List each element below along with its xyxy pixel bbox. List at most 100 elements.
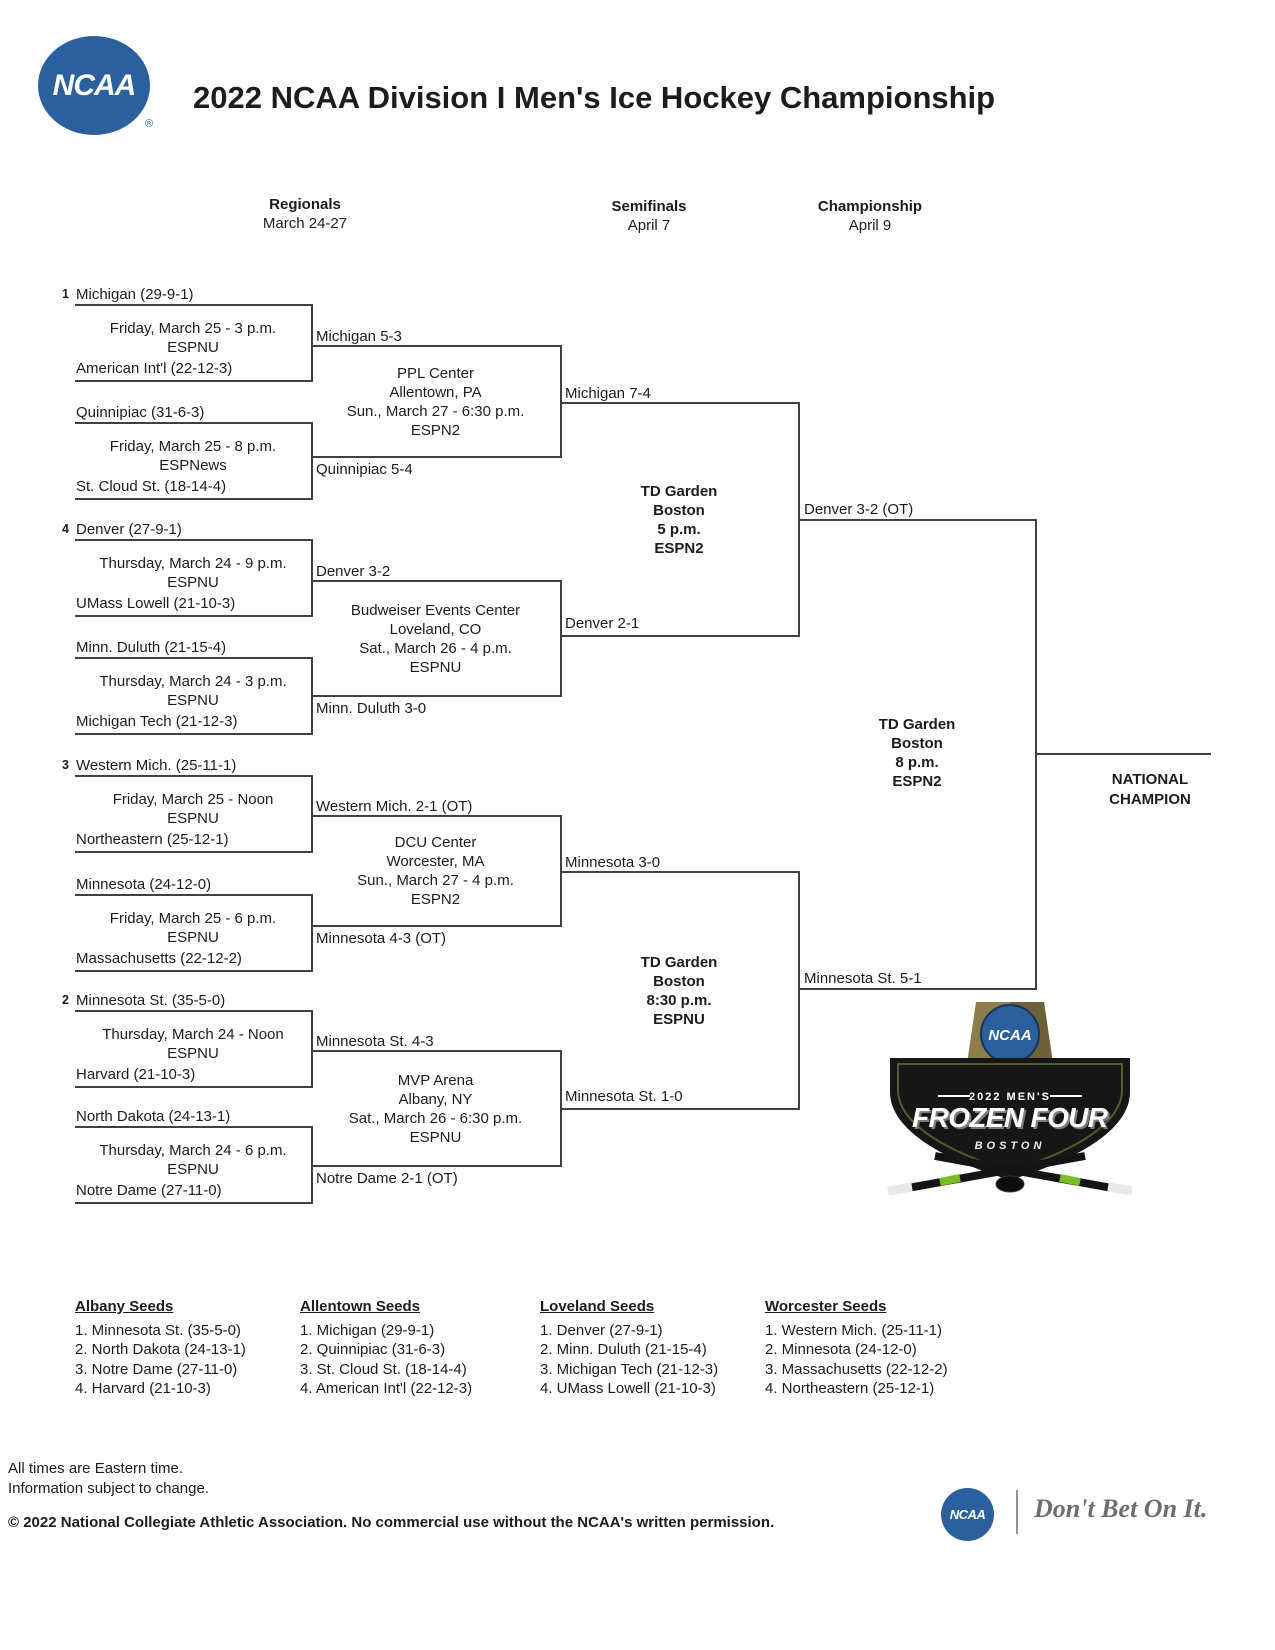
game-network: ESPNU [167,1161,219,1178]
team-label: Minnesota (24-12-0) [76,876,212,893]
game-schedule: Friday, March 25 - 3 p.m. ESPNU [75,306,311,357]
venue-location: Allentown, PA [389,383,482,401]
seed-item: 3. St. Cloud St. (18-14-4) [300,1360,467,1378]
venue-name: TD Garden [640,953,718,971]
venue-name: Budweiser Events Center [350,601,521,619]
regional-final-worcester: Western Mich. 2-1 (OT) DCU Center Worces… [311,798,562,947]
ncaa-logo-text: NCAA [52,68,137,102]
game-schedule: Thursday, March 24 - 6 p.m. ESPNU [75,1128,311,1179]
frozen-four-logo: NCAA 2022 MEN'S FROZEN FOUR FROZEN FOUR … [887,1002,1133,1196]
regional-final-allentown: Michigan 5-3 PPL Center Allentown, PA Su… [311,328,562,478]
game-time: 8 p.m. [895,754,939,771]
venue-info: PPL Center Allentown, PA Sun., March 27 … [347,364,525,440]
venue-info: DCU Center Worcester, MA Sun., March 27 … [357,833,514,909]
game-date: Sun., March 27 - 6:30 p.m. [346,402,525,420]
advancing-team: Western Mich. 2-1 (OT) [316,798,473,815]
first-round-game-6: Minnesota (24-12-0) Friday, March 25 - 6… [75,876,313,972]
team-label: Michigan (29-9-1) [76,286,194,303]
game-schedule: Friday, March 25 - 6 p.m. ESPNU [75,896,311,947]
dont-bet-on-it-slogan: Don't Bet On It. [1034,1494,1208,1523]
venue-name: DCU Center [394,834,477,851]
logo-title: FROZEN FOUR [912,1102,1109,1133]
stick-blade [1107,1182,1133,1196]
advancing-team: Notre Dame 2-1 (OT) [316,1170,458,1187]
game-network: ESPNews [159,457,227,474]
venue-name: MVP Arena [397,1071,474,1089]
team-label: St. Cloud St. (18-14-4) [76,478,227,495]
seeds-title: Albany Seeds [75,1298,174,1315]
team-label: Notre Dame (27-11-0) [76,1182,222,1199]
game-network: ESPNU [167,339,219,356]
advancing-team: Denver 3-2 [316,563,391,580]
game-network: ESPNU [167,810,219,827]
round-dates: March 24-27 [262,215,348,232]
ncaa-logo-small: NCAA [941,1488,994,1541]
game-schedule: Friday, March 25 - 8 p.m. ESPNews [75,424,311,475]
game-schedule: Thursday, March 24 - 9 p.m. ESPNU [75,541,311,592]
round-header-regionals: Regionals March 24-27 [225,195,385,233]
game-network: ESPNU [653,1010,705,1028]
venue-location: Loveland, CO [389,620,482,638]
game-date: Friday, March 25 - 6 p.m. [109,910,277,927]
venue-location: Albany, NY [398,1090,473,1108]
game-network: ESPN2 [410,421,461,439]
team-name: North Dakota (24-13-1) [76,1108,230,1125]
team-name: Notre Dame (27-11-0) [76,1182,222,1199]
game-date: Sat., March 26 - 6:30 p.m. [348,1109,523,1127]
game-network: ESPNU [167,692,219,709]
team-name: Harvard (21-10-3) [76,1066,195,1083]
team-label: Harvard (21-10-3) [76,1066,196,1083]
advancing-team: Minnesota St. 1-0 [565,1088,683,1105]
round-dates: April 7 [627,217,671,234]
team-name: Michigan Tech (21-12-3) [76,713,237,730]
venue-location: Worcester, MA [386,853,485,870]
team-name: American Int'l (22-12-3) [76,360,232,377]
advancing-team: Minn. Duluth 3-0 [316,700,427,717]
advancing-team: Quinnipiac 5-4 [316,461,413,478]
venue-location: Boston [653,501,705,519]
team-name: St. Cloud St. (18-14-4) [76,478,226,495]
game-schedule: Friday, March 25 - Noon ESPNU [75,777,311,828]
logo-city: BOSTON [975,1140,1046,1152]
ncaa-disk-text: NCAA [988,1027,1031,1044]
national-champion-line1: NATIONAL [1111,771,1189,788]
logo-tagline: 2022 MEN'S [969,1091,1051,1103]
advancing-team: Denver 2-1 [565,615,640,632]
footer-copyright: © 2022 National Collegiate Athletic Asso… [8,1514,775,1531]
team-label: Minnesota St. (35-5-0) [76,992,226,1009]
ncaa-logo: NCAA [38,36,150,135]
seed-item: 2. Quinnipiac (31-6-3) [300,1341,446,1359]
game-schedule: Thursday, March 24 - 3 p.m. ESPNU [75,659,311,710]
team-name: Northeastern (25-12-1) [76,831,229,848]
round-dates: April 9 [848,217,892,234]
logo-title-shadow: FROZEN FOUR [914,1104,1111,1135]
seeds-worcester: Worcester Seeds 1. Western Mich. (25-11-… [765,1298,985,1398]
team-label: Denver (27-9-1) [76,521,182,538]
stick-blade [887,1182,913,1196]
seed-item: 1. Denver (27-9-1) [540,1322,663,1339]
footer-note-times: All times are Eastern time. [8,1460,184,1477]
seed-number: 2 [62,993,69,1007]
advancing-team: Michigan 5-3 [316,328,402,345]
game-network: ESPN2 [892,773,942,790]
championship-venue-info: TD Garden Boston 8 p.m. ESPN2 [850,715,984,791]
seed-item: 2. North Dakota (24-13-1) [75,1341,246,1359]
team-label: North Dakota (24-13-1) [76,1108,231,1125]
stick-shaft [934,1152,1113,1192]
seed-item: 3. Michigan Tech (21-12-3) [540,1360,719,1378]
round-label: Semifinals [611,198,687,215]
game-date: Thursday, March 24 - 6 p.m. [99,1142,287,1159]
game-date: Thursday, March 24 - Noon [102,1026,284,1043]
seed-number: 3 [62,758,69,772]
puck-icon [995,1175,1025,1193]
seed-item: 1. Western Mich. (25-11-1) [765,1322,943,1339]
game-date: Friday, March 25 - 3 p.m. [109,320,277,337]
round-label: Regionals [269,196,341,213]
team-label: Northeastern (25-12-1) [76,831,229,848]
venue-info: MVP Arena Albany, NY Sat., March 26 - 6:… [349,1071,522,1147]
team-name: UMass Lowell (21-10-3) [76,595,235,612]
national-champion-label: NATIONAL CHAMPION [1083,770,1217,810]
team-label: Minn. Duluth (21-15-4) [76,639,227,656]
